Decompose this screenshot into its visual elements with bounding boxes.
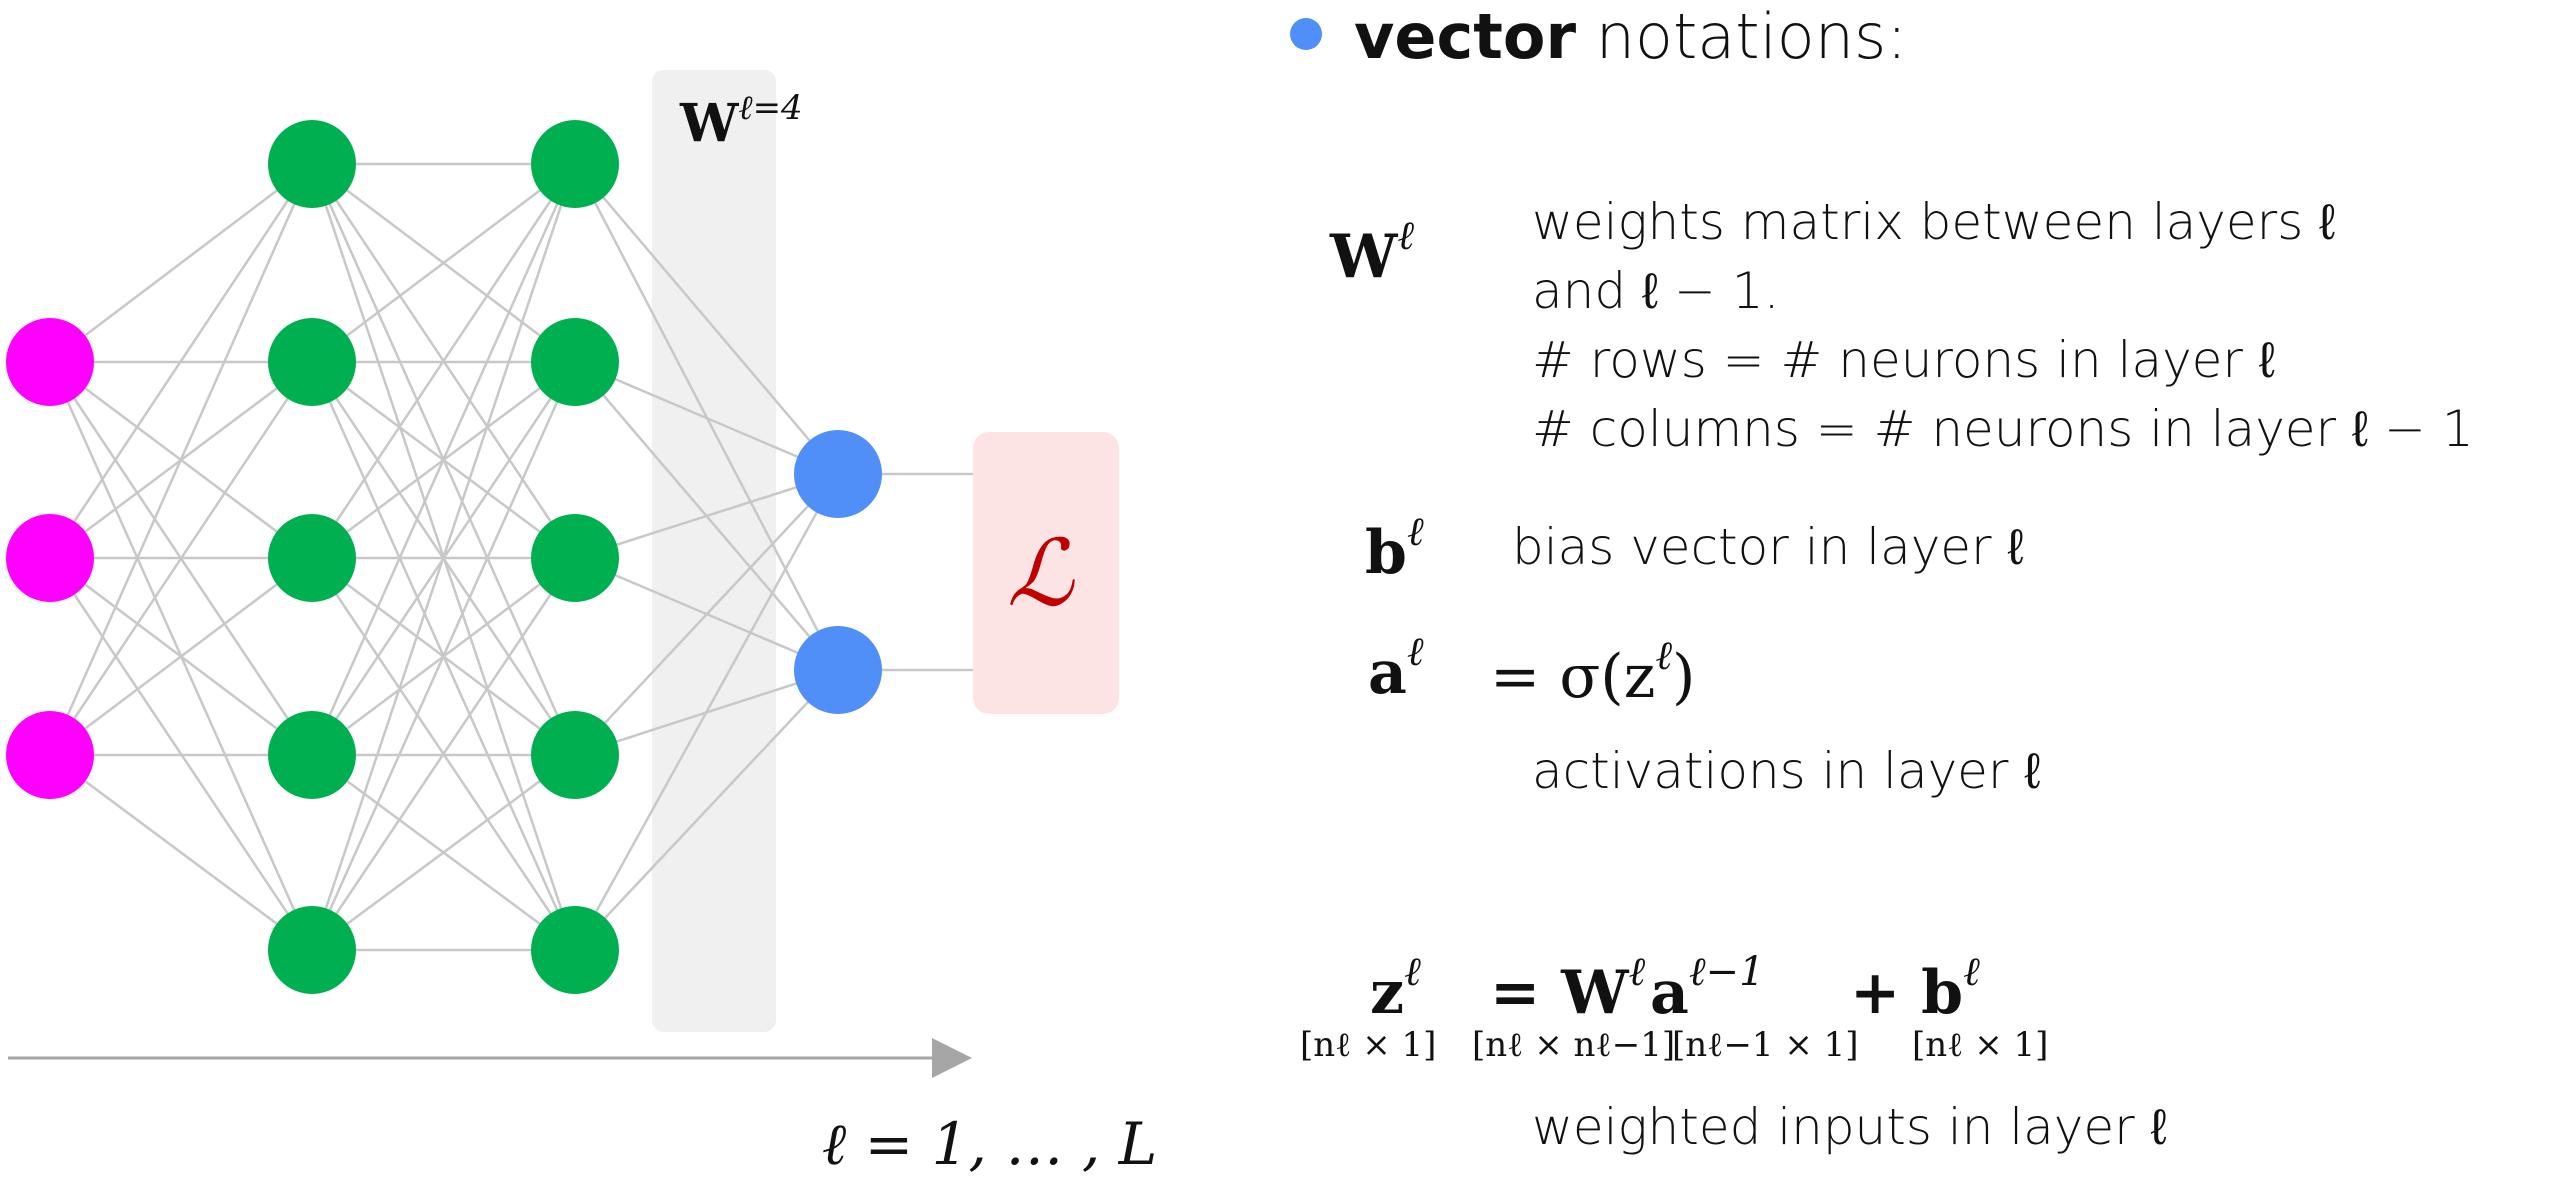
b-letter: b <box>1365 518 1407 588</box>
hidden1-neuron <box>268 318 356 406</box>
z-equation-W: = Wℓ <box>1490 948 1645 1028</box>
connection-edge <box>310 163 577 559</box>
connection-edge <box>574 163 839 475</box>
a-letter: a <box>1368 638 1407 708</box>
b-sup: ℓ <box>1406 509 1424 555</box>
z-description: weighted inputs in layer ℓ <box>1532 1098 2167 1156</box>
output-neuron <box>794 430 882 518</box>
a-symbol: aℓ <box>1368 628 1424 708</box>
z-equation-b: + bℓ <box>1850 948 1980 1028</box>
z-dimension: [nℓ × 1] <box>1300 1025 1437 1065</box>
z-eq-W-sup: ℓ <box>1628 949 1646 995</box>
hidden1-neuron <box>268 906 356 994</box>
hidden1-neuron <box>268 120 356 208</box>
a-eq-sup: ℓ <box>1655 633 1672 679</box>
layer-axis-arrowhead <box>932 1038 972 1078</box>
connection-edge <box>311 753 576 952</box>
W-line-2: and ℓ − 1. <box>1532 262 1780 320</box>
weight-band-symbol: W <box>680 93 739 154</box>
hidden2-neuron <box>531 906 619 994</box>
z-sup: ℓ <box>1404 949 1421 995</box>
connection-edge <box>48 163 314 756</box>
connection-edge <box>310 163 577 951</box>
connection-edge <box>310 163 577 756</box>
connection-edge <box>49 753 313 952</box>
W-dimension: [nℓ × nℓ−1] <box>1472 1025 1676 1065</box>
z-eq-a-sup: ℓ−1 <box>1688 949 1765 995</box>
a-eq-close: ) <box>1672 642 1696 712</box>
W-line-4: # columns = # neurons in layer ℓ − 1 <box>1532 400 2474 458</box>
heading-bold: vector <box>1354 0 1577 73</box>
b-symbol: bℓ <box>1365 508 1424 588</box>
connection-edge <box>574 360 839 476</box>
input-neuron <box>6 318 94 406</box>
hidden2-neuron <box>531 711 619 799</box>
W-sup: ℓ <box>1397 213 1415 259</box>
connection-edge <box>574 669 839 951</box>
hidden1-neuron <box>268 514 356 602</box>
a-eq-main: = σ(z <box>1490 642 1656 712</box>
input-neuron <box>6 514 94 602</box>
weight-band-label: Wℓ=4 <box>680 88 803 154</box>
hidden2-neuron <box>531 120 619 208</box>
layer-axis-label: ℓ = 1, … , L <box>822 1110 1158 1178</box>
z-eq-a: a <box>1650 958 1689 1028</box>
loss-box <box>973 432 1119 714</box>
input-neuron <box>6 711 94 799</box>
hidden2-neuron <box>531 514 619 602</box>
loss-symbol: ℒ <box>1007 520 1075 627</box>
output-neuron <box>794 626 882 714</box>
b-dimension: [nℓ × 1] <box>1912 1025 2049 1065</box>
a-description: activations in layer ℓ <box>1532 742 2041 800</box>
z-eq-W: = W <box>1490 958 1629 1028</box>
heading-rest: notations: <box>1576 0 1908 73</box>
hidden1-neuron <box>268 711 356 799</box>
weight-band-sup: ℓ=4 <box>738 88 803 128</box>
connection-edge <box>48 361 314 756</box>
connection-edge <box>48 163 314 559</box>
z-equation-a: aℓ−1 <box>1650 948 1765 1028</box>
z-letter: z <box>1370 958 1405 1028</box>
connection-edge <box>311 163 576 363</box>
weight-matrix-band <box>652 70 776 1032</box>
neural-network-diagram: ℒ <box>6 70 1119 1078</box>
a-equation: = σ(zℓ) <box>1490 632 1695 712</box>
connection-edge <box>574 472 839 560</box>
neurons <box>6 120 882 994</box>
connections <box>48 162 973 952</box>
a-dimension: [nℓ−1 × 1] <box>1672 1025 1859 1065</box>
z-symbol: zℓ <box>1370 948 1421 1028</box>
z-eq-b: + b <box>1850 958 1964 1028</box>
hidden2-neuron <box>531 318 619 406</box>
connection-edge <box>574 473 839 756</box>
connection-edge <box>49 557 313 756</box>
connection-edge <box>310 361 577 951</box>
a-sup: ℓ <box>1406 629 1424 675</box>
W-line-1: weights matrix between layers ℓ <box>1532 193 2336 251</box>
b-description: bias vector in layer ℓ <box>1512 518 2024 576</box>
W-letter: W <box>1330 222 1398 292</box>
bullet-icon <box>1290 18 1322 50</box>
W-symbol: Wℓ <box>1330 212 1414 292</box>
connection-edge <box>573 473 840 951</box>
W-line-3: # rows = # neurons in layer ℓ <box>1532 331 2276 389</box>
connection-edge <box>49 163 313 363</box>
connection-edge <box>310 557 577 951</box>
z-eq-b-sup: ℓ <box>1963 949 1980 995</box>
W-description: weights matrix between layers ℓ and ℓ − … <box>1532 188 2474 464</box>
notations-heading: vector notations: <box>1290 0 1907 73</box>
